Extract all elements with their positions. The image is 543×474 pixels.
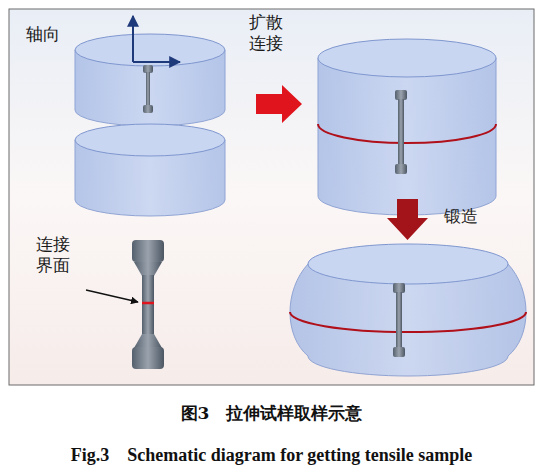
- interface-label: 连接 界面: [36, 234, 75, 277]
- process-label: 锻造: [444, 206, 478, 227]
- caption-english: Fig.3 Schematic diagram for getting tens…: [0, 443, 543, 467]
- figure-caption: 图3 拉伸试样取样示意: [0, 402, 543, 425]
- process-label: 扩散 连接: [249, 12, 288, 55]
- axis-label: 轴向: [26, 24, 60, 45]
